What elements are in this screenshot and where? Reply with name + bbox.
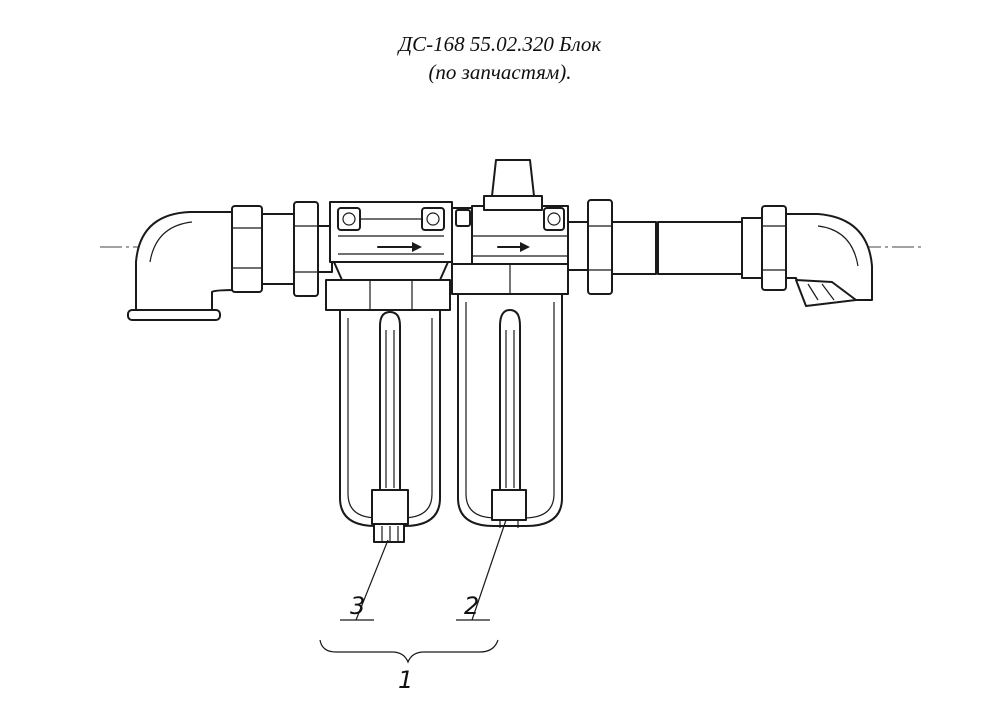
leader-line-2: [471, 519, 507, 621]
filter-head-left: [325, 201, 453, 311]
right-pipe: [567, 199, 787, 295]
filter-head-right: [451, 159, 569, 295]
filter-bowl-3: [339, 309, 441, 543]
left-elbow-pipe: [127, 201, 333, 321]
leader-line-3: [355, 539, 389, 621]
assembly-brace: [319, 639, 499, 664]
filter-bowl-2: [457, 293, 563, 528]
right-elbow-pipe: [785, 213, 873, 307]
callout-label-2: 2: [464, 592, 479, 620]
callout-label-3: 3: [350, 592, 365, 620]
drawing-title: ДС-168 55.02.320 Блок (по запчастям).: [0, 30, 1000, 86]
title-line-2: (по запчастям).: [428, 60, 572, 84]
callout-label-1: 1: [398, 666, 413, 694]
title-line-1: ДС-168 55.02.320 Блок: [398, 32, 602, 56]
